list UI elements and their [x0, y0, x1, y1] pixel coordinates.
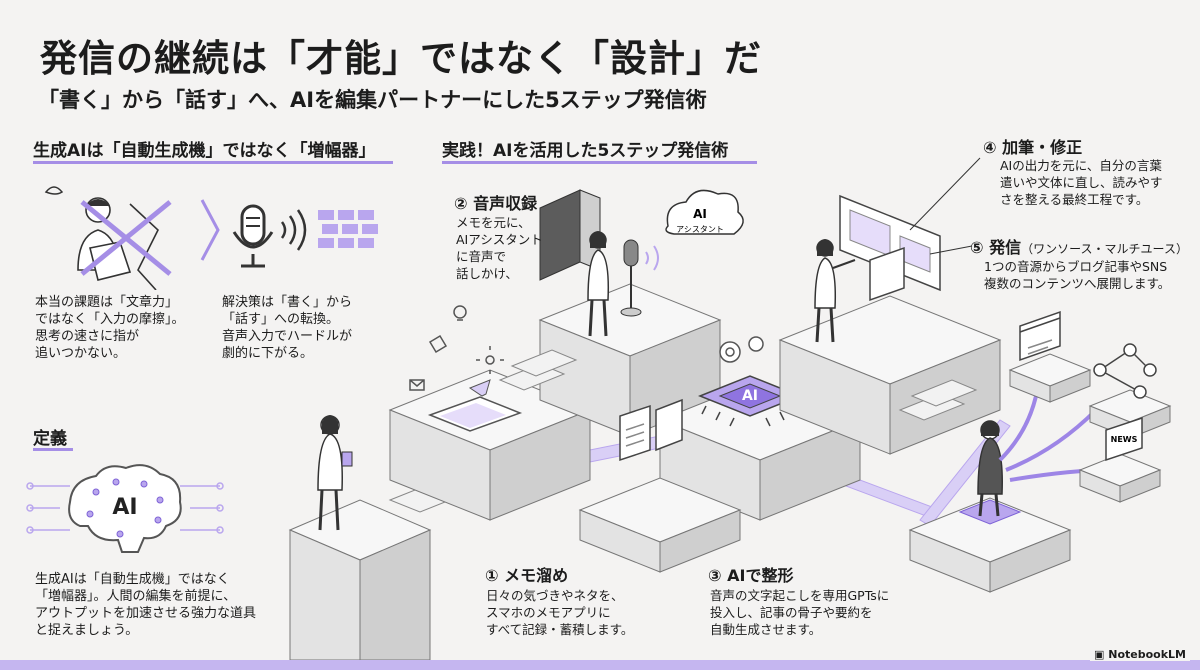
ai-brain-illustration: AI	[26, 464, 224, 553]
definition-heading: 定義	[33, 429, 67, 449]
five-step-flow-illustration: AI アシスタント AI	[288, 189, 1172, 660]
newspaper-icon: NEWS	[1105, 416, 1143, 462]
sound-wave-icon	[280, 209, 307, 251]
ai-assistant-cloud-icon: AI アシスタント	[665, 189, 744, 235]
stairs-2	[498, 349, 578, 391]
stairs-3	[898, 379, 978, 421]
gear-icon	[719, 336, 764, 363]
callout-lines	[909, 157, 981, 255]
output-platforms	[1008, 353, 1172, 503]
social-network-icon	[1093, 343, 1157, 399]
concept-heading-rule	[33, 161, 393, 164]
step-3-body: 音声の文字起こしを専用GPTsに 投入し、記事の骨子や要約を 自動生成させます。	[710, 588, 890, 637]
definition-text: 生成AIは「自動生成機」ではなく 「増幅器」。人間の編集を前提に、 アウトプット…	[35, 572, 257, 638]
brain-ai-label: AI	[112, 495, 137, 520]
brain-icon	[68, 464, 182, 553]
document-icon-edit	[869, 246, 905, 302]
brand-logo: ▣ NotebookLM	[1090, 648, 1190, 661]
brain-nodes	[86, 478, 164, 538]
bookshelf-icon	[539, 189, 581, 281]
news-label: NEWS	[1111, 435, 1138, 444]
definition-heading-rule	[33, 448, 73, 451]
person-editing-icon	[814, 239, 856, 343]
studio-microphone-icon	[620, 239, 642, 317]
person-publishing-icon	[977, 420, 1003, 517]
voice-wave-icon	[645, 245, 659, 271]
page-subtitle: 「書く」から「話す」へ、AIを編集パートナーにした5ステップ発信術	[38, 88, 707, 112]
bubble-assistant-label: アシスタント	[676, 225, 724, 234]
bubble-ai-label: AI	[693, 207, 707, 221]
steps-heading: 実践！AIを活用した5ステップ発信術	[442, 141, 729, 161]
idea-icons	[409, 305, 504, 391]
text-blocks-icon	[318, 210, 378, 248]
step-5-body: 1つの音源からブログ記事やSNS 複数のコンテンツへ展開します。	[984, 259, 1171, 291]
platform-block-5	[908, 497, 1072, 593]
writing-vs-voice-illustration	[44, 186, 378, 290]
notebook-icon: ▣	[1094, 648, 1109, 661]
concept-heading: 生成AIは「自動生成機」ではなく「増幅器」	[33, 141, 376, 161]
page-title: 発信の継続は「才能」ではなく「設計」だ	[40, 37, 762, 80]
person-standing-icon	[317, 415, 353, 531]
bottom-accent-bar	[0, 660, 1200, 670]
browser-window-icon	[1019, 310, 1061, 362]
platform-block-1-memo	[578, 477, 742, 573]
editing-board-icon	[839, 194, 941, 302]
person-speaking-icon	[587, 231, 610, 337]
cross-mark-icon	[80, 200, 172, 276]
microphone-icon	[232, 204, 274, 268]
problem-text: 本当の課題は「文章力」 ではなく「入力の摩擦」。 思考の速さに指が 追いつかない…	[35, 295, 185, 361]
chevron-right-icon	[200, 199, 220, 261]
steps-heading-rule	[442, 161, 757, 164]
step-5-title: ⑤ 発信（ワンソース・マルチユース）	[970, 238, 1188, 257]
step-1-body: 日々の気づきやネタを、 スマホのメモアプリに すべて記録・蓄積します。	[486, 588, 634, 637]
step-4-body: AIの出力を元に、自分の言葉 遣いや文体に直し、読みやす さを整える最終工程です…	[1000, 158, 1163, 207]
funnel-icon	[468, 379, 491, 397]
step-4-title: ④ 加筆・修正	[983, 138, 1083, 157]
document-icon	[619, 398, 683, 462]
step-3-title: ③ AIで整形	[708, 566, 794, 585]
step-2-body: メモを元に、 AIアシスタント に音声で 話しかけ、	[456, 215, 543, 281]
solution-text: 解決策は「書く」から 「話す」への転換。 音声入力でハードルが 劇的に下がる。	[222, 295, 353, 361]
person-writing-icon	[44, 186, 159, 290]
step-1-title: ① メモ溜め	[485, 566, 569, 585]
circuit-lines	[26, 482, 224, 534]
platform-block-1	[288, 499, 432, 660]
ai-chip-icon: AI	[697, 375, 803, 427]
chip-ai-label: AI	[742, 388, 758, 404]
step-2-title: ② 音声収録	[454, 194, 538, 213]
